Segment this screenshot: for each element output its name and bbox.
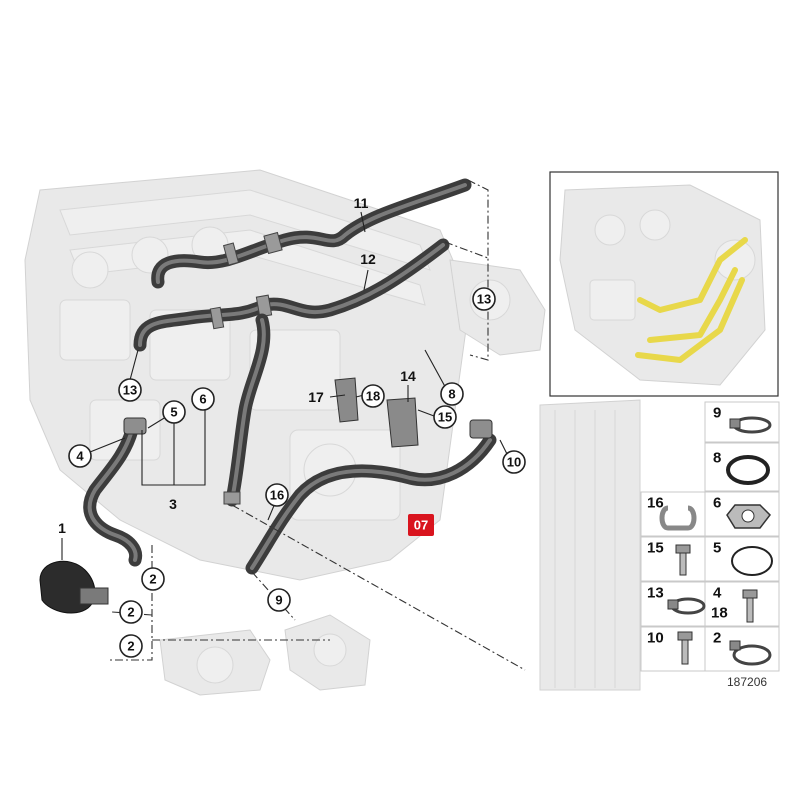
callout-5[interactable]: 5 (162, 400, 186, 424)
callout-15[interactable]: 15 (433, 405, 457, 429)
bolt-icon (742, 589, 758, 623)
callout-16[interactable]: 16 (265, 483, 289, 507)
legend-num-4: 4 (713, 585, 722, 602)
legend-num-2: 2 (713, 630, 721, 647)
bolt-icon (677, 631, 693, 665)
callout-4[interactable]: 4 (68, 444, 92, 468)
hose-clamp-icon (729, 416, 772, 434)
radiator-ghost (539, 399, 641, 691)
o-ring-icon (726, 455, 770, 485)
svg-text:18: 18 (366, 389, 380, 404)
reference-number: 187206 (727, 675, 767, 689)
legend-num-18: 18 (711, 605, 728, 622)
svg-text:2: 2 (149, 572, 156, 587)
callout-8[interactable]: 8 (440, 382, 464, 406)
hose-12[interactable] (133, 238, 450, 352)
callout-10[interactable]: 10 (502, 450, 526, 474)
inset-panel (549, 171, 779, 397)
water-pump-ghost (159, 614, 371, 696)
label-3[interactable]: 3 (169, 496, 177, 512)
callout-18[interactable]: 18 (361, 384, 385, 408)
hose-clamp-icon (729, 640, 772, 666)
hose-11[interactable] (151, 178, 472, 289)
legend-num-10: 10 (647, 630, 664, 647)
svg-text:2: 2 (127, 639, 134, 654)
svg-text:9: 9 (275, 593, 282, 608)
legend-num-8: 8 (713, 450, 721, 467)
hose-16-branch[interactable] (223, 313, 271, 507)
svg-text:13: 13 (477, 292, 491, 307)
bolt-icon (675, 544, 691, 576)
label-14[interactable]: 14 (400, 368, 416, 384)
callout-2-c[interactable]: 2 (119, 634, 143, 658)
callout-2-b[interactable]: 2 (119, 600, 143, 624)
callout-13-left[interactable]: 13 (118, 378, 142, 402)
label-1[interactable]: 1 (58, 520, 66, 536)
svg-text:15: 15 (438, 410, 452, 425)
svg-text:2: 2 (127, 605, 134, 620)
bracket-clip-icon (659, 505, 697, 531)
svg-text:07: 07 (414, 518, 428, 533)
legend-num-9: 9 (713, 405, 721, 422)
label-12[interactable]: 12 (360, 251, 376, 267)
svg-text:10: 10 (507, 455, 521, 470)
legend-num-5: 5 (713, 540, 721, 557)
callout-13-right[interactable]: 13 (472, 287, 496, 311)
parts-legend: 9 8 16 6 15 5 13 4 18 10 2 (640, 401, 780, 689)
hose-clamp-icon (667, 597, 706, 615)
svg-text:6: 6 (199, 392, 206, 407)
inset-highlight-hoses (635, 237, 748, 363)
svg-text:13: 13 (123, 383, 137, 398)
hose-3-lower[interactable] (83, 417, 147, 567)
bracket-14[interactable] (386, 397, 419, 448)
gasket-icon (726, 504, 771, 529)
o-ring-icon (731, 546, 773, 576)
hose-07-main[interactable] (245, 419, 497, 575)
svg-text:4: 4 (76, 449, 84, 464)
callout-6[interactable]: 6 (191, 387, 215, 411)
thermostat-housing[interactable] (39, 560, 109, 614)
label-17[interactable]: 17 (308, 389, 324, 405)
svg-text:16: 16 (270, 488, 284, 503)
part-badge-07[interactable]: 07 (408, 514, 434, 536)
legend-num-6: 6 (713, 495, 721, 512)
legend-num-16: 16 (647, 495, 664, 512)
svg-text:8: 8 (448, 387, 455, 402)
legend-num-15: 15 (647, 540, 664, 557)
bracket-17[interactable] (334, 377, 359, 423)
legend-num-13: 13 (647, 585, 664, 602)
svg-text:5: 5 (170, 405, 177, 420)
callout-9[interactable]: 9 (267, 588, 291, 612)
label-11[interactable]: 11 (354, 195, 369, 211)
callout-2-a[interactable]: 2 (141, 567, 165, 591)
